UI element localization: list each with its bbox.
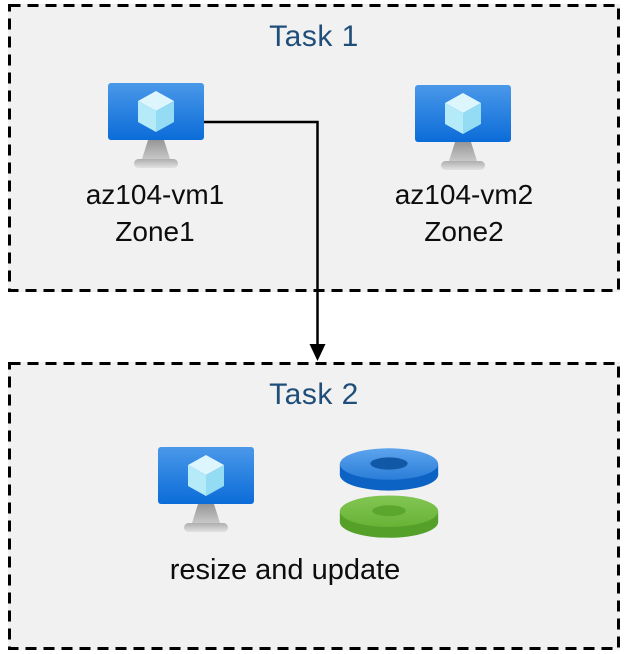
arrowhead-icon: [309, 344, 326, 361]
task2-box: Task 2 resize and update: [8, 362, 620, 650]
virtual-machine-icon: [158, 447, 254, 532]
task1-box: Task 1 az104-vm1 Zone1 az104-vm2 Zone2: [8, 4, 620, 292]
virtual-machine-icon: [415, 85, 511, 170]
virtual-machine-icon: [108, 83, 204, 168]
vm1-name: az104-vm1: [85, 179, 225, 210]
vm2-name: az104-vm2: [394, 179, 534, 210]
vm2-zone: Zone2: [424, 216, 504, 247]
disks-icon: [339, 448, 439, 538]
vm1-label: az104-vm1 Zone1: [55, 176, 255, 250]
vm1-zone: Zone1: [115, 216, 195, 247]
vm2-label: az104-vm2 Zone2: [364, 176, 564, 250]
task1-title: Task 1: [269, 20, 359, 53]
task2-title: Task 2: [269, 378, 359, 411]
task2-caption: resize and update: [169, 554, 401, 586]
